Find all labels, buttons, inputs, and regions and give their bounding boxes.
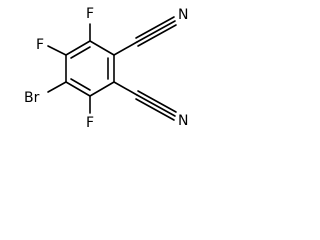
- bond-to-cn-top: [113, 41, 138, 56]
- substituent-bonds: [47, 16, 177, 121]
- atom-label-n-bottom: N: [178, 113, 188, 129]
- atom-label-n-top: N: [178, 7, 188, 23]
- atom-label-f-bottom: F: [86, 115, 94, 131]
- ring-bond-c2-c3: [89, 40, 115, 56]
- triple-bond-top-3: [135, 16, 175, 39]
- bond-to-cn-bottom: [113, 81, 138, 96]
- atom-label-f-upper-left: F: [36, 37, 44, 53]
- atom-labels: F F Br F N N: [24, 6, 188, 131]
- ring-bond-c4-c5: [89, 81, 115, 97]
- benzene-ring: [65, 40, 115, 97]
- triple-bond-bottom-2: [135, 98, 175, 121]
- ring-bond-c5-c6: [65, 81, 91, 97]
- triple-bond-bottom-1: [136, 94, 176, 117]
- bond-to-br: [47, 81, 67, 93]
- bond-to-f-upper-left: [47, 45, 67, 56]
- structure-diagram: F F Br F N N: [24, 6, 188, 131]
- atom-label-f-top: F: [86, 6, 94, 22]
- triple-bond-top-2: [137, 24, 177, 47]
- ring-double-bond-inner-1: [70, 46, 91, 59]
- atom-label-br: Br: [24, 90, 40, 106]
- ring-bond-c1-c2: [65, 40, 91, 56]
- ring-double-bond-inner-3: [70, 78, 91, 91]
- triple-bond-top-1: [136, 20, 176, 43]
- triple-bond-bottom-3: [137, 90, 177, 113]
